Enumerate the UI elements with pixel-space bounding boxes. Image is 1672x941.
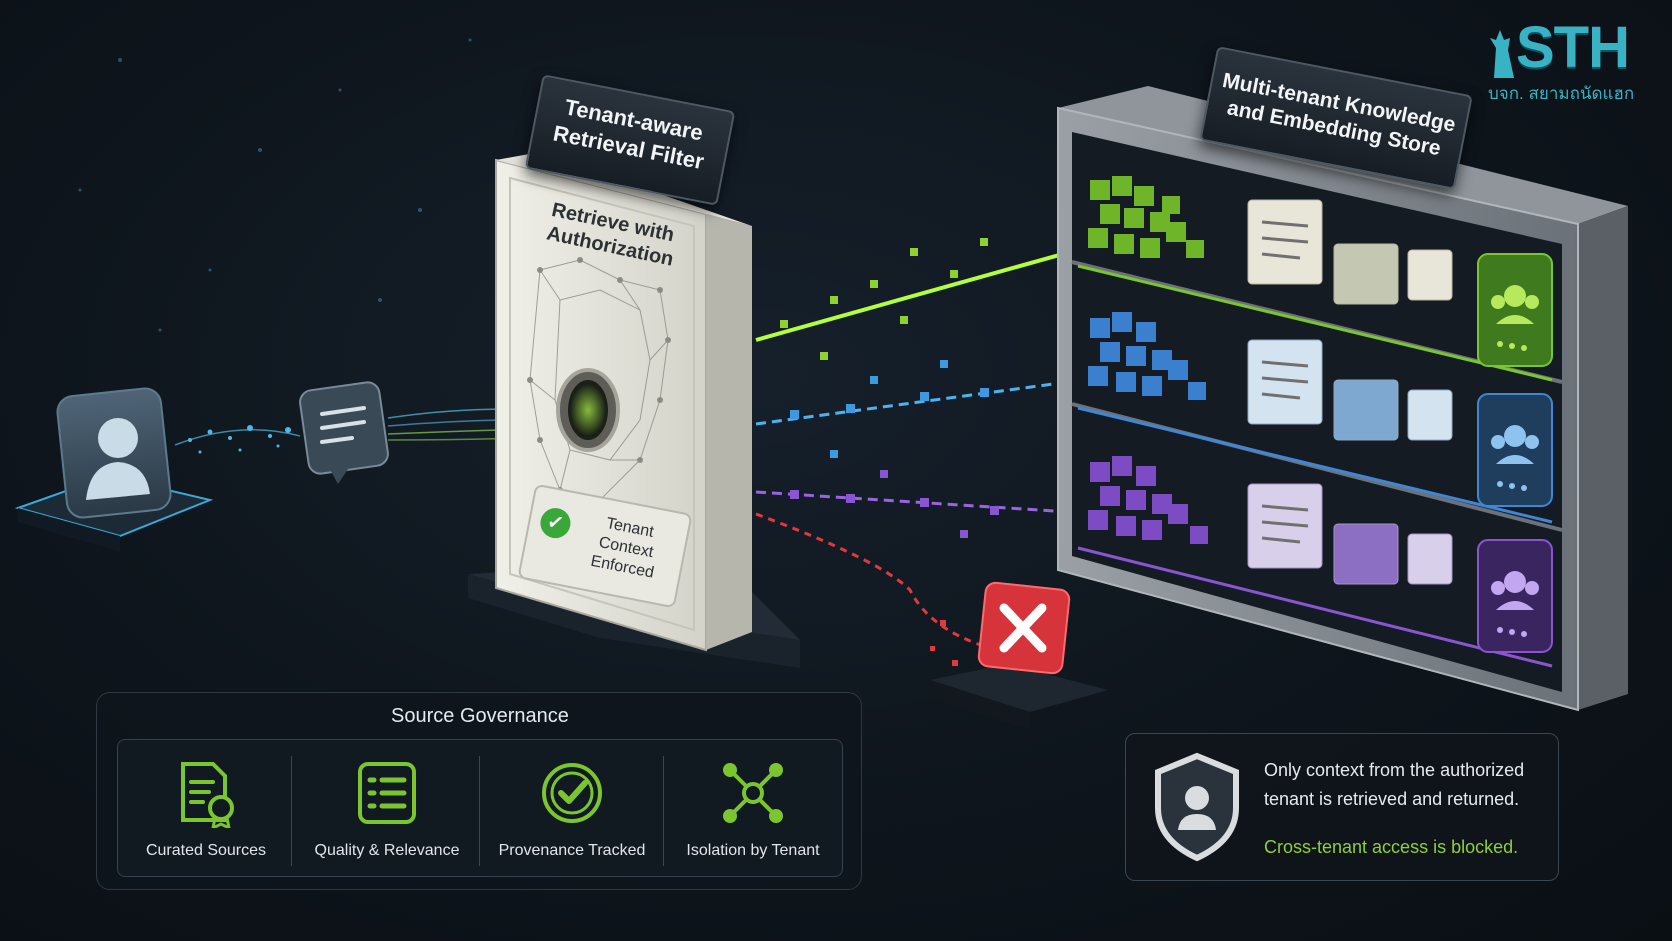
network-nodes-icon (723, 763, 783, 823)
governance-item-isolation: Isolation by Tenant (664, 740, 842, 876)
document-icons (1247, 199, 1453, 585)
divider (663, 756, 664, 866)
knowledge-store-cabinet (1057, 86, 1628, 712)
divider (479, 756, 480, 866)
governance-item-label: Curated Sources (145, 842, 267, 859)
logo-letters: STH (1516, 15, 1630, 80)
governance-item-label: Quality & Relevance (314, 842, 460, 859)
governance-item-quality: Quality & Relevance (294, 740, 480, 876)
isolation-note-panel: Only context from the authorized tenant … (1125, 733, 1559, 881)
governance-item-provenance: Provenance Tracked (480, 740, 664, 876)
logo-subtitle: บจก. สยามถนัดแฮก (1488, 84, 1635, 103)
user-data-stream (174, 425, 301, 454)
governance-item-label: Isolation by Tenant (686, 842, 820, 859)
particle-field (78, 38, 472, 332)
governance-item-curated: Curated Sources (118, 740, 294, 876)
certificate-document-icon (181, 762, 234, 828)
governance-items: Curated Sources Quality & Relevance Prov… (117, 739, 843, 877)
tenant-badge-purple-icon (1477, 539, 1553, 653)
user-avatar-icon (14, 387, 214, 552)
source-governance-panel: Source Governance Curated Sources Qualit… (96, 692, 862, 890)
note-line2: tenant is retrieved and returned. (1264, 789, 1520, 809)
tenant-badge-blue-icon (1477, 393, 1553, 507)
tenant-badge-green-icon (1477, 253, 1553, 367)
check-circle-icon (542, 763, 602, 823)
tenant-stream-purple (755, 470, 1071, 538)
note-line1: Only context from the authorized (1264, 760, 1525, 780)
sth-logo: STH บจก. สยามถนัดแฮก (1488, 14, 1658, 106)
governance-title: Source Governance (391, 705, 569, 727)
tenant-stream-blue (755, 360, 1069, 458)
blocked-stream (755, 512, 991, 666)
note-blocked-text: Cross-tenant access is blocked. (1264, 837, 1519, 857)
list-icon (358, 762, 416, 824)
tenant-stream-green (755, 238, 1080, 360)
check-icon: ✓ (537, 505, 574, 541)
cat-logo-icon (1490, 30, 1514, 78)
divider (291, 756, 292, 866)
governance-item-label: Provenance Tracked (498, 842, 646, 859)
shield-user-icon (1155, 752, 1239, 862)
blocked-x-icon (930, 581, 1108, 730)
query-message-icon (299, 381, 389, 484)
